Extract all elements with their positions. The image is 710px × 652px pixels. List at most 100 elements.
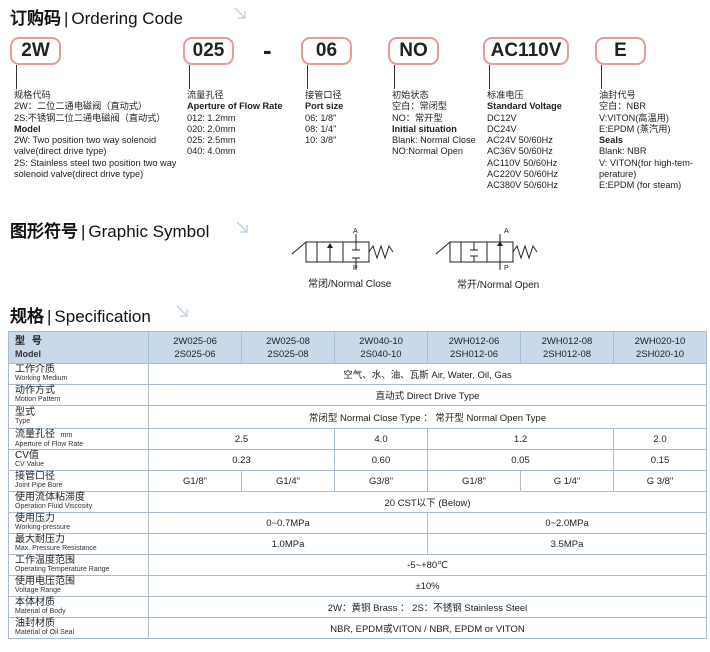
row-label-en: Material of Body bbox=[15, 608, 66, 615]
code-box-aperture: 025 bbox=[183, 37, 234, 65]
normal-open-label: 常开/Normal Open bbox=[457, 280, 540, 291]
desc-line: 06: 1/8" bbox=[305, 112, 337, 123]
desc-line: Blank: NBR bbox=[599, 146, 647, 157]
model-name: 2W040-10 bbox=[359, 335, 403, 347]
desc-line: valve(direct drive type) bbox=[14, 146, 107, 157]
max-pressure-value: 1.0MPa bbox=[148, 533, 428, 555]
temperature-value: -5~+80℃ bbox=[148, 554, 707, 576]
desc-line: Standard Voltage bbox=[487, 101, 562, 112]
open-port-a: A bbox=[504, 228, 509, 235]
row-label-en: Working-pressure bbox=[15, 524, 71, 531]
model-name: 2W025-06 bbox=[173, 335, 217, 347]
bore-value: G1/8" bbox=[427, 470, 521, 492]
desc-line: 040: 4.0mm bbox=[187, 146, 236, 157]
row-label-zh: 使用流体粘滞度 bbox=[15, 492, 85, 503]
row-label-en: Operation Fluid Viscosity bbox=[15, 503, 93, 510]
normal-close-label: 常闭/Normal Close bbox=[308, 279, 392, 290]
desc-line: Port size bbox=[305, 101, 344, 112]
row-label-en: Material of Oil Seal bbox=[15, 629, 75, 636]
flow-value: 1.2 bbox=[427, 428, 614, 450]
bore-value: G1/8" bbox=[148, 470, 242, 492]
desc-line: AC380V 50/60Hz bbox=[487, 180, 558, 191]
flow-value: 2.0 bbox=[613, 428, 707, 450]
code-box-voltage: AC110V bbox=[483, 37, 569, 65]
desc-line: DC12V bbox=[487, 112, 517, 123]
cv-value: 0.05 bbox=[427, 449, 614, 471]
code-box-model: 2W bbox=[10, 37, 61, 65]
max-pressure-value: 3.5MPa bbox=[427, 533, 707, 555]
graphic-symbol-title: 图形符号|Graphic Symbol bbox=[10, 217, 209, 242]
normal-close-symbol bbox=[291, 234, 394, 270]
desc-line: 油封代号 bbox=[599, 90, 636, 100]
desc-line: AC110V 50/60Hz bbox=[487, 157, 558, 168]
cv-value: 0.23 bbox=[148, 449, 335, 471]
model-name: 2SH012-06 bbox=[449, 348, 499, 360]
spec-title-zh: 规格 bbox=[10, 307, 44, 326]
flow-label-text: 流量孔径 bbox=[15, 428, 55, 440]
close-port-p: P bbox=[353, 265, 358, 272]
row-label-en: Working Medium bbox=[15, 375, 68, 382]
seal-value: NBR, EPDM或VITON / NBR, EPDM or VITON bbox=[148, 617, 707, 639]
ordering-title-en: Ordering Code bbox=[71, 9, 183, 28]
row-label-zh: 接管口径 bbox=[15, 471, 55, 482]
code-box-port: 06 bbox=[301, 37, 352, 65]
row-label-zh: 流量孔径 mm bbox=[15, 428, 148, 440]
row-label-zh: 油封材质 bbox=[15, 618, 55, 629]
bore-value: G 3/8" bbox=[613, 470, 707, 492]
model-name: 2S025-08 bbox=[267, 348, 309, 360]
row-label-en: Aperture of Flow Rate bbox=[15, 440, 84, 448]
desc-line: 08: 1/4" bbox=[305, 123, 337, 134]
desc-line: V: VITON(for high-tem- bbox=[599, 157, 693, 168]
model-name: 2S040-10 bbox=[360, 348, 402, 360]
desc-line: 012: 1.2mm bbox=[187, 112, 236, 123]
desc-line: V:VITON(高温用) bbox=[599, 112, 669, 123]
connector-line bbox=[489, 65, 490, 89]
model-header-en: Model bbox=[15, 348, 41, 359]
flow-value: 4.0 bbox=[334, 428, 428, 450]
desc-line: 2S:不锈钢二位二通电磁阀（直动式） bbox=[14, 112, 166, 123]
row-label-zh: 最大耐压力 bbox=[15, 534, 65, 545]
medium-value: 空气、水、油、瓦斯 Air, Water, Oil, Gas bbox=[148, 363, 707, 385]
desc-line: solenoid valve(direct drive type) bbox=[14, 169, 144, 180]
desc-line: E:EPDM (for steam) bbox=[599, 180, 682, 191]
motion-value: 直动式 Direct Drive Type bbox=[148, 384, 707, 406]
open-port-p: P bbox=[504, 265, 509, 272]
desc-line: Initial situation bbox=[392, 123, 457, 134]
row-label-en: Voltage Range bbox=[15, 587, 61, 594]
ordering-title-sep: | bbox=[64, 9, 69, 28]
graphic-title-zh: 图形符号 bbox=[10, 222, 78, 241]
cv-value: 0.15 bbox=[613, 449, 707, 471]
row-label-en: Max. Pressure Resistance bbox=[15, 545, 97, 552]
row-label-zh: CV值 bbox=[15, 450, 39, 461]
desc-line: 初始状态 bbox=[392, 90, 429, 100]
body-value: 2W：黄铜 Brass ： 2S：不锈钢 Stainless Steel bbox=[148, 596, 707, 618]
flow-value: 2.5 bbox=[148, 428, 335, 450]
model-name: 2SH012-08 bbox=[542, 348, 592, 360]
bore-value: G 1/4" bbox=[520, 470, 614, 492]
model-name: 2WH012-06 bbox=[448, 335, 500, 347]
graphic-title-sep: | bbox=[81, 222, 86, 241]
connector-line bbox=[394, 65, 395, 89]
row-label-en: Type bbox=[15, 418, 31, 425]
